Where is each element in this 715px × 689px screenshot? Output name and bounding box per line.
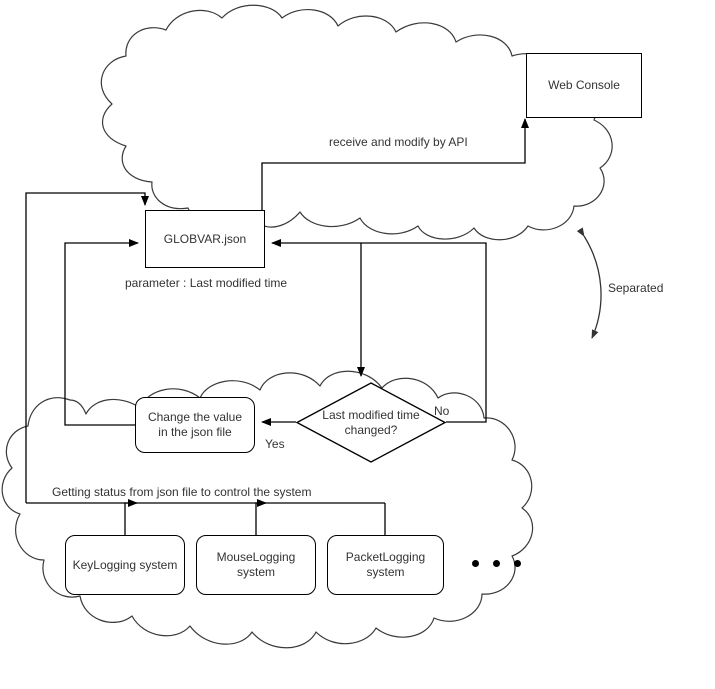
edge-label-no: No — [434, 404, 450, 418]
edge-label-yes: Yes — [265, 437, 285, 451]
edge-label-api: receive and modify by API — [329, 135, 468, 149]
edge-mouselogging-to-bus — [255, 499, 267, 535]
ellipsis-more-systems — [472, 560, 521, 567]
edge-globvar-to-webconsole — [261, 118, 529, 210]
node-change-value[interactable]: Change the value in the json file — [135, 397, 255, 453]
node-web-console-label: Web Console — [548, 78, 620, 92]
node-change-value-label: Change the value in the json file — [147, 410, 243, 439]
edge-keylogging-to-bus — [124, 499, 138, 535]
node-mouselogging-system-label: MouseLogging system — [216, 550, 296, 579]
edge-changevalue-to-globvar — [64, 239, 139, 426]
node-decision[interactable]: Last modified time changed? — [296, 382, 446, 463]
decision-diamond-shape — [296, 382, 446, 463]
node-keylogging-system[interactable]: KeyLogging system — [65, 535, 185, 595]
lower-cloud-shape — [1, 370, 534, 649]
edge-separated-arrow — [576, 227, 602, 339]
ellipsis-dot-3 — [514, 560, 521, 567]
node-packetlogging-system[interactable]: PacketLogging system — [327, 535, 444, 595]
edge-label-getting-status: Getting status from json file to control… — [52, 485, 312, 499]
edge-label-separated: Separated — [608, 281, 664, 295]
upper-cloud-shape — [100, 4, 613, 241]
edge-systems-to-globvar-outer — [25, 192, 149, 503]
node-globvar-json-label: GLOBVAR.json — [163, 231, 247, 246]
ellipsis-dot-1 — [472, 560, 479, 567]
node-globvar-json[interactable]: GLOBVAR.json — [145, 210, 265, 268]
ellipsis-dot-2 — [493, 560, 500, 567]
edge-decision-no-to-globvar — [271, 239, 487, 423]
node-packetlogging-system-label: PacketLogging system — [345, 550, 426, 579]
node-mouselogging-system[interactable]: MouseLogging system — [196, 535, 316, 595]
node-keylogging-system-label: KeyLogging system — [72, 557, 178, 572]
node-decision-label: Last modified time changed? — [322, 407, 420, 437]
edge-label-parameter: parameter : Last modified time — [125, 276, 288, 290]
node-web-console[interactable]: Web Console — [526, 53, 642, 118]
